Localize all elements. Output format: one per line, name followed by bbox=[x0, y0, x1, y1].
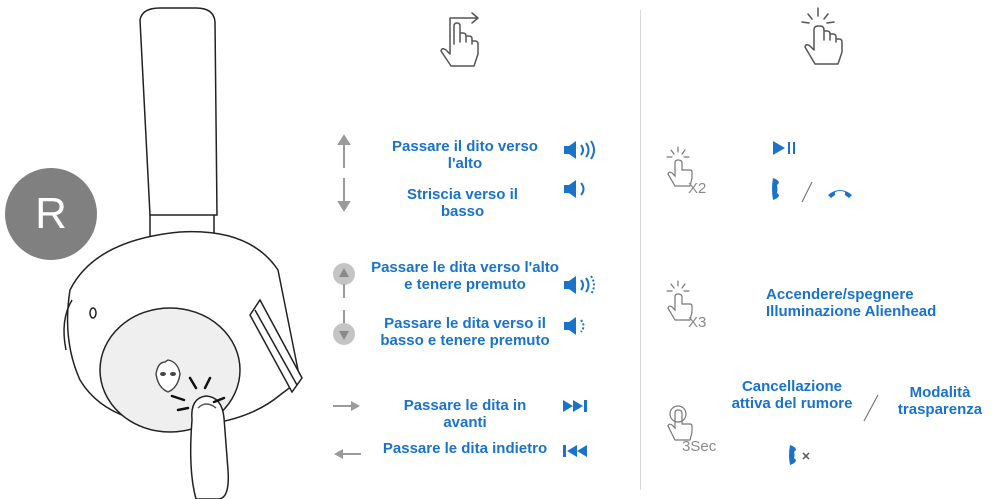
play-pause-icon bbox=[773, 141, 795, 155]
arrow-forward-icon bbox=[333, 401, 360, 411]
press-hold-action-anc-label: Cancellazione attiva del rumore bbox=[731, 378, 853, 412]
tap-hand-icon bbox=[801, 7, 843, 65]
arrow-up-down-hold-icon bbox=[333, 263, 355, 345]
swipe-hand-icon bbox=[440, 12, 479, 67]
gesture-backward-label: Passare le dita indietro bbox=[382, 440, 548, 457]
previous-track-icon bbox=[563, 445, 587, 457]
slash-separator bbox=[801, 181, 813, 203]
call-answer-icon bbox=[772, 178, 779, 200]
press-hold-icon bbox=[667, 405, 693, 441]
gesture-forward-label: Passare le dita in avanti bbox=[403, 397, 527, 431]
volume-up-icon bbox=[564, 140, 595, 160]
right-ear-badge: R bbox=[5, 168, 97, 260]
press-hold-action-transparency-label: Modalità trasparenza bbox=[897, 384, 983, 418]
press-hold-duration: 3Sec bbox=[682, 438, 717, 455]
gesture-swipe-up-label: Passare il dito verso l'alto bbox=[392, 138, 538, 172]
triple-tap-icon bbox=[666, 280, 693, 321]
arrow-back-icon bbox=[334, 449, 361, 459]
double-tap-count: X2 bbox=[688, 180, 707, 197]
call-end-icon bbox=[828, 190, 852, 198]
volume-up-continuous-icon bbox=[564, 275, 595, 295]
gesture-hold-down-label: Passare le dita verso il basso e tenere … bbox=[380, 315, 550, 349]
volume-down-continuous-icon bbox=[564, 317, 585, 335]
next-track-icon bbox=[563, 400, 587, 412]
triple-tap-action-label: Accendere/spegnere Illuminazione Alienhe… bbox=[766, 286, 937, 320]
double-tap-icon bbox=[666, 146, 693, 187]
triple-tap-count: X3 bbox=[688, 314, 707, 331]
gesture-swipe-down-label: Striscia verso il basso bbox=[407, 186, 518, 220]
arrow-up-down-icon bbox=[337, 134, 351, 212]
mic-mute-icon bbox=[789, 445, 810, 465]
badge-letter: R bbox=[35, 189, 67, 238]
slash-separator-2 bbox=[863, 394, 879, 422]
section-divider bbox=[640, 10, 641, 490]
gesture-hold-up-label: Passare le dita verso l'alto e tenere pr… bbox=[371, 259, 559, 293]
volume-down-icon bbox=[564, 180, 585, 198]
headphone-illustration bbox=[63, 7, 303, 499]
